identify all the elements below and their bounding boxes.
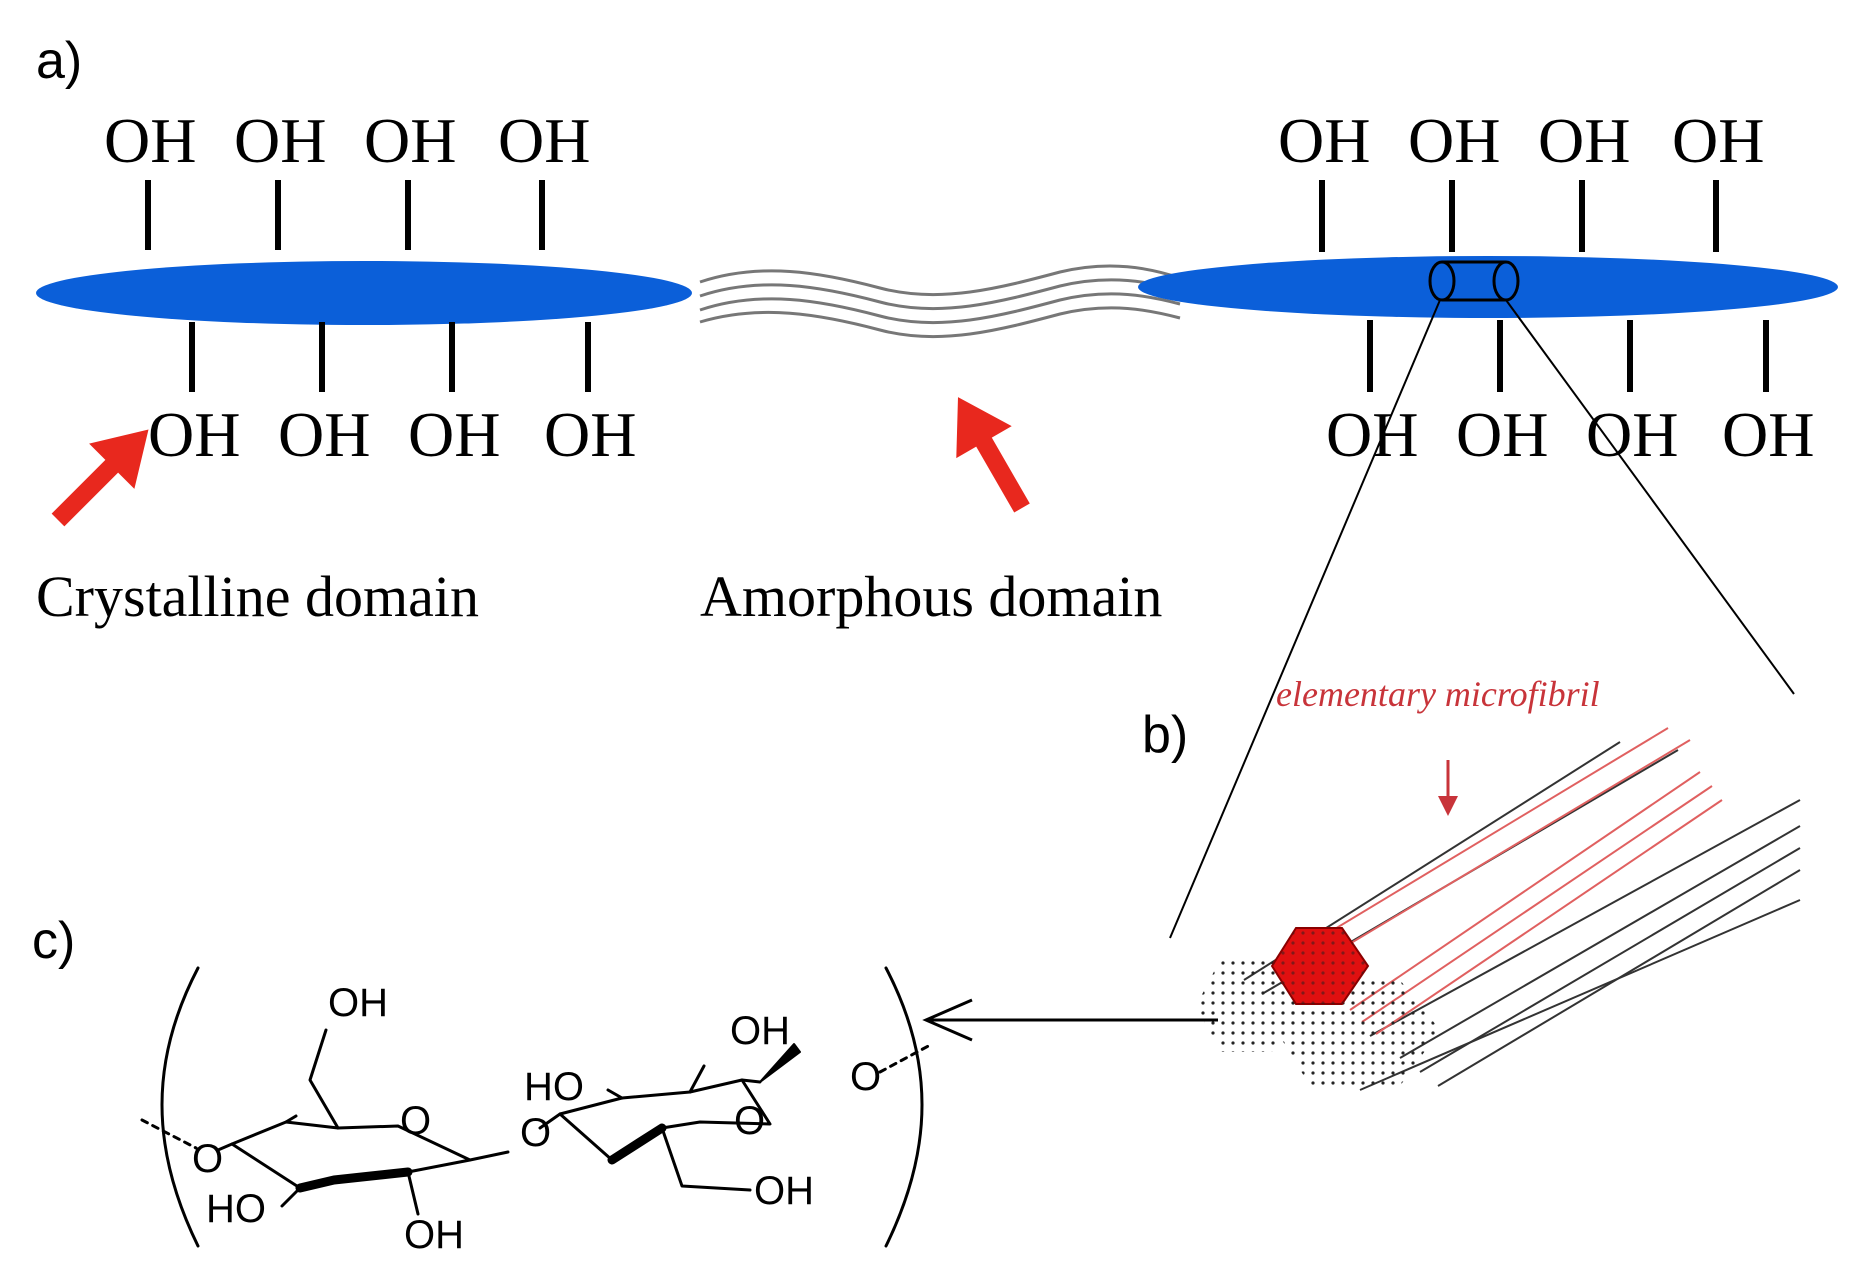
hydroxyl-label-right-top-2: OH	[1408, 105, 1500, 176]
chem-oh-bottom-left: OH	[404, 1213, 464, 1257]
red-arrows	[51, 397, 1030, 527]
amorphous-chain-4	[699, 306, 1181, 339]
microfibril-arrow	[1438, 760, 1458, 816]
hydroxyl-label-right-bottom-3: OH	[1586, 399, 1678, 470]
amorphous-domain-label: Amorphous domain	[700, 564, 1162, 629]
chem-link-o-left: O	[192, 1137, 223, 1181]
crystalline-red-arrow	[51, 429, 149, 527]
hydroxyl-label-right-top-4: OH	[1672, 105, 1764, 176]
end-bond-left	[140, 1118, 198, 1150]
cellobiose-structure	[140, 966, 934, 1248]
panel-label-b: b)	[1142, 706, 1188, 764]
zoom-lines	[1169, 299, 1795, 939]
chem-link-o-mid: O	[520, 1111, 551, 1155]
hydroxyl-label-right-top-3: OH	[1538, 105, 1630, 176]
bracket-right	[884, 966, 924, 1248]
hydroxyl-label-left-bottom-4: OH	[544, 399, 636, 470]
crystalline-domain-right	[1138, 256, 1838, 318]
chem-ring-o-right: O	[734, 1099, 765, 1143]
chem-oh-ch2oh-left: OH	[328, 981, 388, 1025]
chem-link-o-right: O	[850, 1055, 881, 1099]
hydroxyl-label-left-top-4: OH	[498, 105, 590, 176]
hydroxyl-label-left-bottom-2: OH	[278, 399, 370, 470]
microfibril-label: elementary microfibril	[1276, 674, 1600, 714]
hydroxyl-label-left-top-2: OH	[234, 105, 326, 176]
end-bond-right	[878, 1042, 934, 1074]
panel-label-a: a)	[36, 32, 82, 90]
amorphous-chain-3	[699, 292, 1181, 325]
amorphous-chain-2	[699, 278, 1181, 311]
hydroxyl-label-right-bottom-2: OH	[1456, 399, 1548, 470]
hydroxyl-label-left-bottom-1: OH	[148, 399, 240, 470]
amorphous-chains	[699, 264, 1181, 339]
crystalline-domain-left	[36, 261, 692, 325]
bracket-left	[160, 966, 200, 1248]
hydroxyl-label-right-bottom-4: OH	[1722, 399, 1814, 470]
hydroxyl-groups: OH OH OH OH OH OH OH OH OH OH OH OH OH OH OH OH	[104, 105, 1814, 470]
hydroxyl-label-right-top-1: OH	[1278, 105, 1370, 176]
chem-ho-mid: HO	[524, 1065, 584, 1109]
zoom-line-left	[1169, 299, 1441, 939]
hydroxyl-label-left-bottom-3: OH	[408, 399, 500, 470]
hydroxyl-label-right-bottom-1: OH	[1326, 399, 1418, 470]
dotted-cross-section-right	[1276, 980, 1440, 1086]
chem-ho-bottom-left: HO	[206, 1187, 266, 1231]
microfibril-bundle	[1196, 727, 1801, 1091]
amorphous-chain-1	[699, 264, 1181, 297]
chem-oh-bottom-right: OH	[754, 1169, 814, 1213]
chem-oh-top-right: OH	[730, 1009, 790, 1053]
hydroxyl-label-left-top-1: OH	[104, 105, 196, 176]
chem-ring-o-left: O	[400, 1099, 431, 1143]
amorphous-red-arrow	[956, 397, 1030, 513]
crystalline-domain-label: Crystalline domain	[36, 564, 479, 629]
zoom-line-right	[1505, 299, 1795, 695]
hydroxyl-label-left-top-3: OH	[364, 105, 456, 176]
bundle-to-structure-arrow	[922, 998, 1218, 1042]
panel-label-c: c)	[32, 912, 75, 970]
